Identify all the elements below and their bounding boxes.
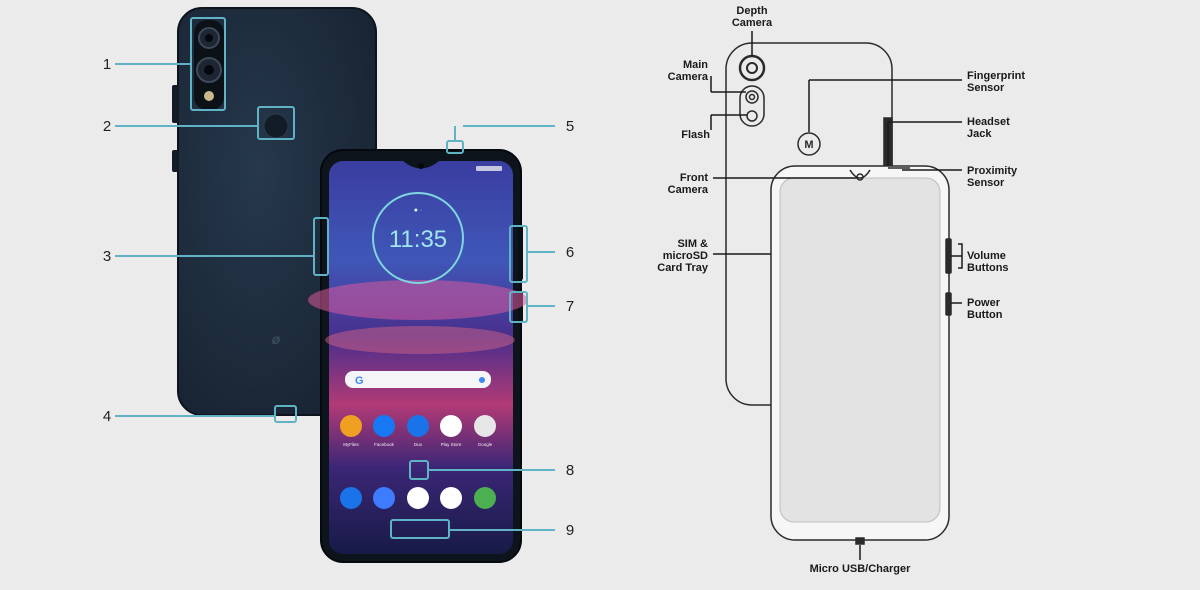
phone-front-photo: ● · 11:35 G MyFiles Facebook Duo Play Store…: [308, 149, 528, 563]
diagram-screen: [779, 177, 941, 523]
duo-icon[interactable]: [407, 415, 429, 437]
app-label: Duo: [414, 442, 423, 447]
messages-icon[interactable]: [373, 487, 395, 509]
diagram-leader-lines: [710, 31, 963, 560]
callout-5: 5: [565, 118, 575, 135]
photos-icon[interactable]: [440, 487, 462, 509]
callout-8: 8: [565, 462, 575, 479]
brand-logo: ø: [272, 331, 281, 347]
rear-camera-module: [194, 20, 224, 110]
callout-4: 4: [102, 408, 112, 425]
camera-icon[interactable]: [474, 487, 496, 509]
app-label: Facebook: [374, 442, 395, 447]
google-g-icon: G: [355, 375, 364, 387]
clock-ring: [372, 192, 464, 284]
diagram-camera-pill: [739, 85, 765, 127]
dock-row: [340, 487, 496, 509]
fingerprint-sensor: [263, 113, 289, 139]
diagram-front-camera: [856, 173, 864, 181]
app-label: Google: [478, 442, 493, 447]
phone-icon[interactable]: [340, 487, 362, 509]
callout-3: 3: [102, 248, 112, 265]
app-row: MyFiles Facebook Duo Play Store Google: [340, 415, 496, 447]
play-store-icon[interactable]: [440, 415, 462, 437]
clock-date: ● ·: [414, 207, 423, 214]
myfiles-icon[interactable]: [340, 415, 362, 437]
callout-7: 7: [565, 298, 575, 315]
clock-time: 11:35: [389, 226, 447, 253]
callout-9: 9: [565, 522, 575, 539]
callout-lines: [115, 17, 555, 539]
phone-screen: [329, 161, 513, 554]
app-label: MyFiles: [343, 442, 359, 447]
callout-2: 2: [102, 118, 112, 135]
label-micro-usb: Micro USB/Charger: [809, 563, 911, 575]
google-folder-icon[interactable]: [474, 415, 496, 437]
mic-icon: [479, 377, 485, 383]
svg-text:M: M: [804, 139, 813, 151]
search-bar[interactable]: [345, 371, 491, 388]
chrome-icon[interactable]: [407, 487, 429, 509]
callout-6: 6: [565, 244, 575, 261]
diagram-logo: [797, 132, 821, 156]
phone-line-diagram: M: [725, 42, 952, 545]
label-flash: Flash: [681, 129, 710, 141]
callout-1: 1: [102, 56, 112, 73]
facebook-icon[interactable]: [373, 415, 395, 437]
app-label: Play Store: [441, 442, 462, 447]
